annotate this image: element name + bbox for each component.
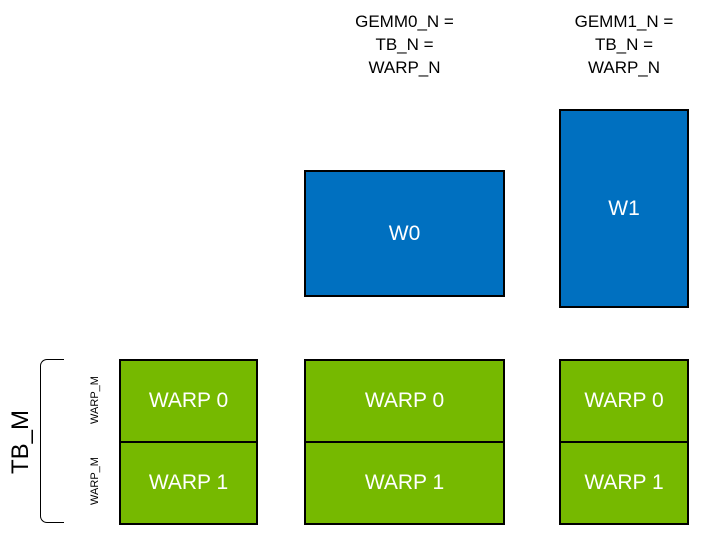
warp-cell-col0-row0-label: WARP 0 (148, 389, 229, 412)
warp-cell-col2-row0: WARP 0 (559, 359, 689, 443)
header-gemm1-line2: TB_N = (594, 35, 654, 54)
warp-cell-col1-row1: WARP 1 (304, 441, 505, 525)
warp-cell-col1-row0-label: WARP 0 (364, 389, 445, 412)
warp-m-label-bottom: WARP_M (89, 457, 101, 505)
warp-m-label-top: WARP_M (89, 376, 101, 424)
warp-cell-col0-row0: WARP 0 (119, 359, 258, 443)
warp-cell-col1-row1-label: WARP 1 (364, 471, 445, 494)
header-gemm0-line3: WARP_N (368, 58, 441, 77)
accumulator-tile-w0: W0 (304, 170, 505, 297)
header-gemm0-line1: GEMM0_N = (355, 12, 454, 31)
warp-cell-col0-row1: WARP 1 (119, 441, 258, 525)
accumulator-tile-w1-label: W1 (608, 196, 640, 220)
warp-cell-col1-row0: WARP 0 (304, 359, 505, 443)
accumulator-tile-w0-label: W0 (388, 221, 421, 245)
header-gemm1-line3: WARP_N (587, 58, 661, 77)
warp-cell-col0-row1-label: WARP 1 (148, 471, 229, 494)
tb-m-label: TB_M (7, 409, 34, 475)
warp-cell-col2-row0-label: WARP 0 (584, 389, 664, 412)
header-gemm0-n: GEMM0_N = TB_N = WARP_N (304, 10, 505, 79)
tb-m-bracket (40, 359, 64, 523)
warp-cell-col2-row1-label: WARP 1 (584, 471, 664, 494)
header-gemm1-n: GEMM1_N = TB_N = WARP_N (559, 10, 689, 79)
header-gemm1-line1: GEMM1_N = (574, 12, 674, 31)
accumulator-tile-w1: W1 (559, 109, 689, 308)
header-gemm0-line2: TB_N = (375, 35, 434, 54)
warp-cell-col2-row1: WARP 1 (559, 441, 689, 525)
